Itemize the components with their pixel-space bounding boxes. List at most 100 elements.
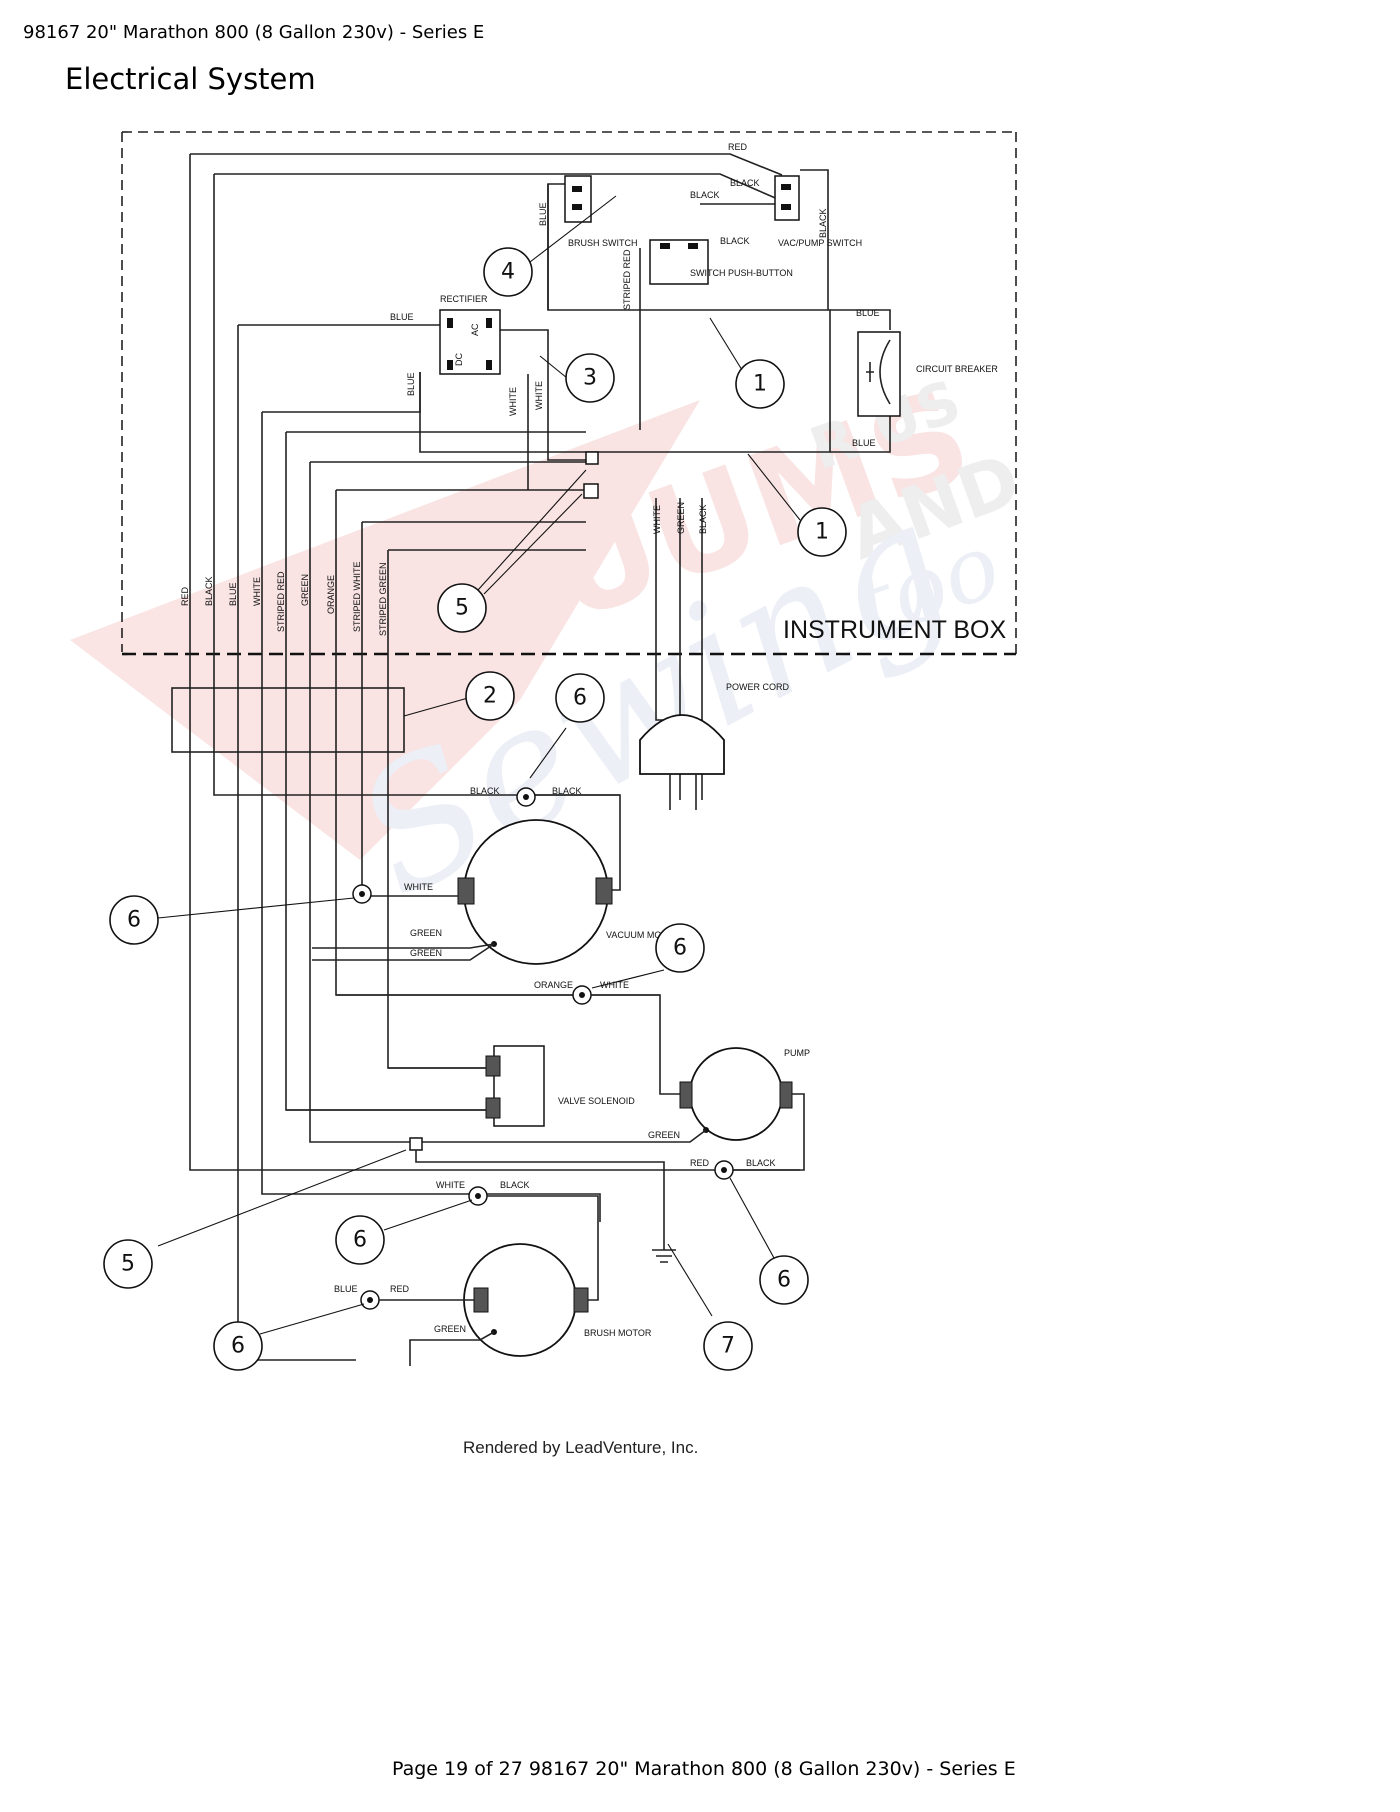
svg-text:5: 5 — [121, 1252, 135, 1277]
wire-label-orange: ORANGE — [534, 980, 573, 990]
page-footer: Page 19 of 27 98167 20" Marathon 800 (8 … — [392, 1758, 1016, 1780]
callout-6a: 6 — [555, 673, 605, 723]
svg-text:7: 7 — [721, 1334, 735, 1359]
svg-text:6: 6 — [573, 686, 587, 711]
bm-wire-blue: BLUE — [334, 1284, 358, 1294]
wire-label-black-right: BLACK — [818, 208, 828, 238]
callout-6d: 6 — [335, 1215, 385, 1265]
power-cord-label: POWER CORD — [726, 682, 790, 692]
wire-label-white-rect-2: WHITE — [534, 381, 544, 410]
svg-text:6: 6 — [231, 1334, 245, 1359]
callout-7: 7 — [703, 1321, 753, 1371]
wire-label-red-gnd: RED — [690, 1158, 710, 1168]
bundle-green: GREEN — [300, 574, 310, 606]
wire-label-white-ow: WHITE — [600, 980, 629, 990]
svg-text:2: 2 — [483, 684, 497, 709]
callout-5b: 5 — [103, 1239, 153, 1289]
callout-6b: 6 — [109, 895, 159, 945]
callout-6c: 6 — [655, 923, 705, 973]
svg-text:6: 6 — [127, 908, 141, 933]
vacuum-motor-label: VACUUM MOTOR — [606, 930, 681, 940]
vac-wire-green-1: GREEN — [410, 928, 442, 938]
bundle-striped-white: STRIPED WHITE — [352, 561, 362, 632]
wire-label-blue-rect: BLUE — [390, 312, 414, 322]
vac-wire-black-1: BLACK — [470, 786, 500, 796]
circuit-breaker-label: CIRCUIT BREAKER — [916, 364, 998, 374]
vac-wire-green-2: GREEN — [410, 948, 442, 958]
switch-push-button-label: SWITCH PUSH-BUTTON — [690, 268, 793, 278]
bundle-orange: ORANGE — [326, 575, 336, 614]
wire-label-black-2: BLACK — [690, 190, 720, 200]
rectifier-dc: DC — [454, 353, 464, 366]
svg-text:4: 4 — [501, 260, 515, 285]
valve-solenoid-label: VALVE SOLENOID — [558, 1096, 635, 1106]
callout-2: 2 — [465, 671, 515, 721]
callout-6e: 6 — [759, 1255, 809, 1305]
callout-4: 4 — [483, 247, 533, 297]
bundle-wire-labels: RED BLACK BLUE WHITE STRIPED RED GREEN O… — [180, 561, 388, 636]
rectifier-ac: AC — [470, 323, 480, 336]
bundle-blue: BLUE — [228, 582, 238, 606]
callout-5a: 5 — [437, 583, 487, 633]
wire-label-red-top: RED — [728, 142, 748, 152]
wire-label-green-term: GREEN — [676, 502, 686, 534]
wire-label-black-gnd: BLACK — [746, 1158, 776, 1168]
bm-wire-white: WHITE — [436, 1180, 465, 1190]
instrument-box: INSTRUMENT BOX — [121, 131, 1017, 656]
callout-3: 3 — [565, 353, 615, 403]
callouts: 4 3 1 1 5 2 6 6 6 5 6 6 6 7 — [103, 247, 847, 1371]
pump-wire-green: GREEN — [648, 1130, 680, 1140]
rectifier-label: RECTIFIER — [440, 294, 488, 304]
svg-text:1: 1 — [815, 520, 829, 545]
callout-1b: 1 — [797, 507, 847, 557]
wire-label-striped-red-top: STRIPED RED — [622, 249, 632, 310]
brush-motor-label: BRUSH MOTOR — [584, 1328, 652, 1338]
bundle-white: WHITE — [252, 577, 262, 606]
bm-wire-red: RED — [390, 1284, 410, 1294]
vac-pump-switch: VAC/PUMP SWITCH RED BLACK BLACK BLACK BL… — [690, 142, 862, 248]
wire-label-blue-rect-2: BLUE — [406, 372, 416, 396]
pump: PUMP GREEN — [410, 1047, 810, 1171]
pump-label: PUMP — [784, 1048, 810, 1058]
svg-text:3: 3 — [583, 366, 597, 391]
bundle-red: RED — [180, 586, 190, 606]
ground-connector: RED BLACK — [409, 1137, 776, 1263]
svg-text:6: 6 — [777, 1268, 791, 1293]
vac-wire-black-2: BLACK — [552, 786, 582, 796]
wire-label-blue-cb: BLUE — [856, 308, 880, 318]
switch-push-button: SWITCH PUSH-BUTTON STRIPED RED — [622, 239, 793, 310]
valve-solenoid: VALVE SOLENOID — [286, 1045, 635, 1127]
vacuum-motor: BLACK BLACK WHITE GREEN GREEN VACUUM MOT… — [312, 786, 681, 965]
terminal-block — [583, 451, 599, 499]
wire-label-white-rect: WHITE — [508, 387, 518, 416]
watermark-swoosh — [70, 400, 700, 860]
wire-label-blue-cb-2: BLUE — [852, 438, 876, 448]
wire-label-black-top: BLACK — [730, 178, 760, 188]
circuit-breaker: CIRCUIT BREAKER BLUE BLUE — [852, 308, 998, 448]
document-header: 98167 20" Marathon 800 (8 Gallon 230v) -… — [23, 22, 485, 43]
svg-text:6: 6 — [353, 1228, 367, 1253]
brush-switch-label: BRUSH SWITCH — [568, 238, 638, 248]
svg-text:1: 1 — [753, 372, 767, 397]
callout-6f: 6 — [213, 1321, 263, 1371]
section-title: Electrical System — [65, 62, 316, 96]
wire-label-black-3: BLACK — [720, 236, 750, 246]
bm-wire-black: BLACK — [500, 1180, 530, 1190]
bundle-black: BLACK — [204, 576, 214, 606]
wire-label-black-term: BLACK — [698, 504, 708, 534]
brush-switch: BRUSH SWITCH BLUE — [538, 175, 638, 248]
callout-1a: 1 — [735, 359, 785, 409]
orange-white-connector: ORANGE WHITE — [336, 980, 690, 1095]
svg-text:6: 6 — [673, 936, 687, 961]
terminal-wire-labels: WHITE GREEN BLACK — [652, 502, 708, 534]
brush-motor: WHITE BLACK BLUE RED GREEN BRUSH MOTOR — [334, 1180, 652, 1366]
power-cord: POWER CORD — [639, 682, 790, 810]
bundle-striped-green: STRIPED GREEN — [378, 562, 388, 636]
wire-label-white-term: WHITE — [652, 505, 662, 534]
vac-wire-white: WHITE — [404, 882, 433, 892]
bm-wire-green: GREEN — [434, 1324, 466, 1334]
render-credit: Rendered by LeadVenture, Inc. — [463, 1438, 699, 1457]
svg-text:5: 5 — [455, 596, 469, 621]
bundle-striped-red: STRIPED RED — [276, 571, 286, 632]
